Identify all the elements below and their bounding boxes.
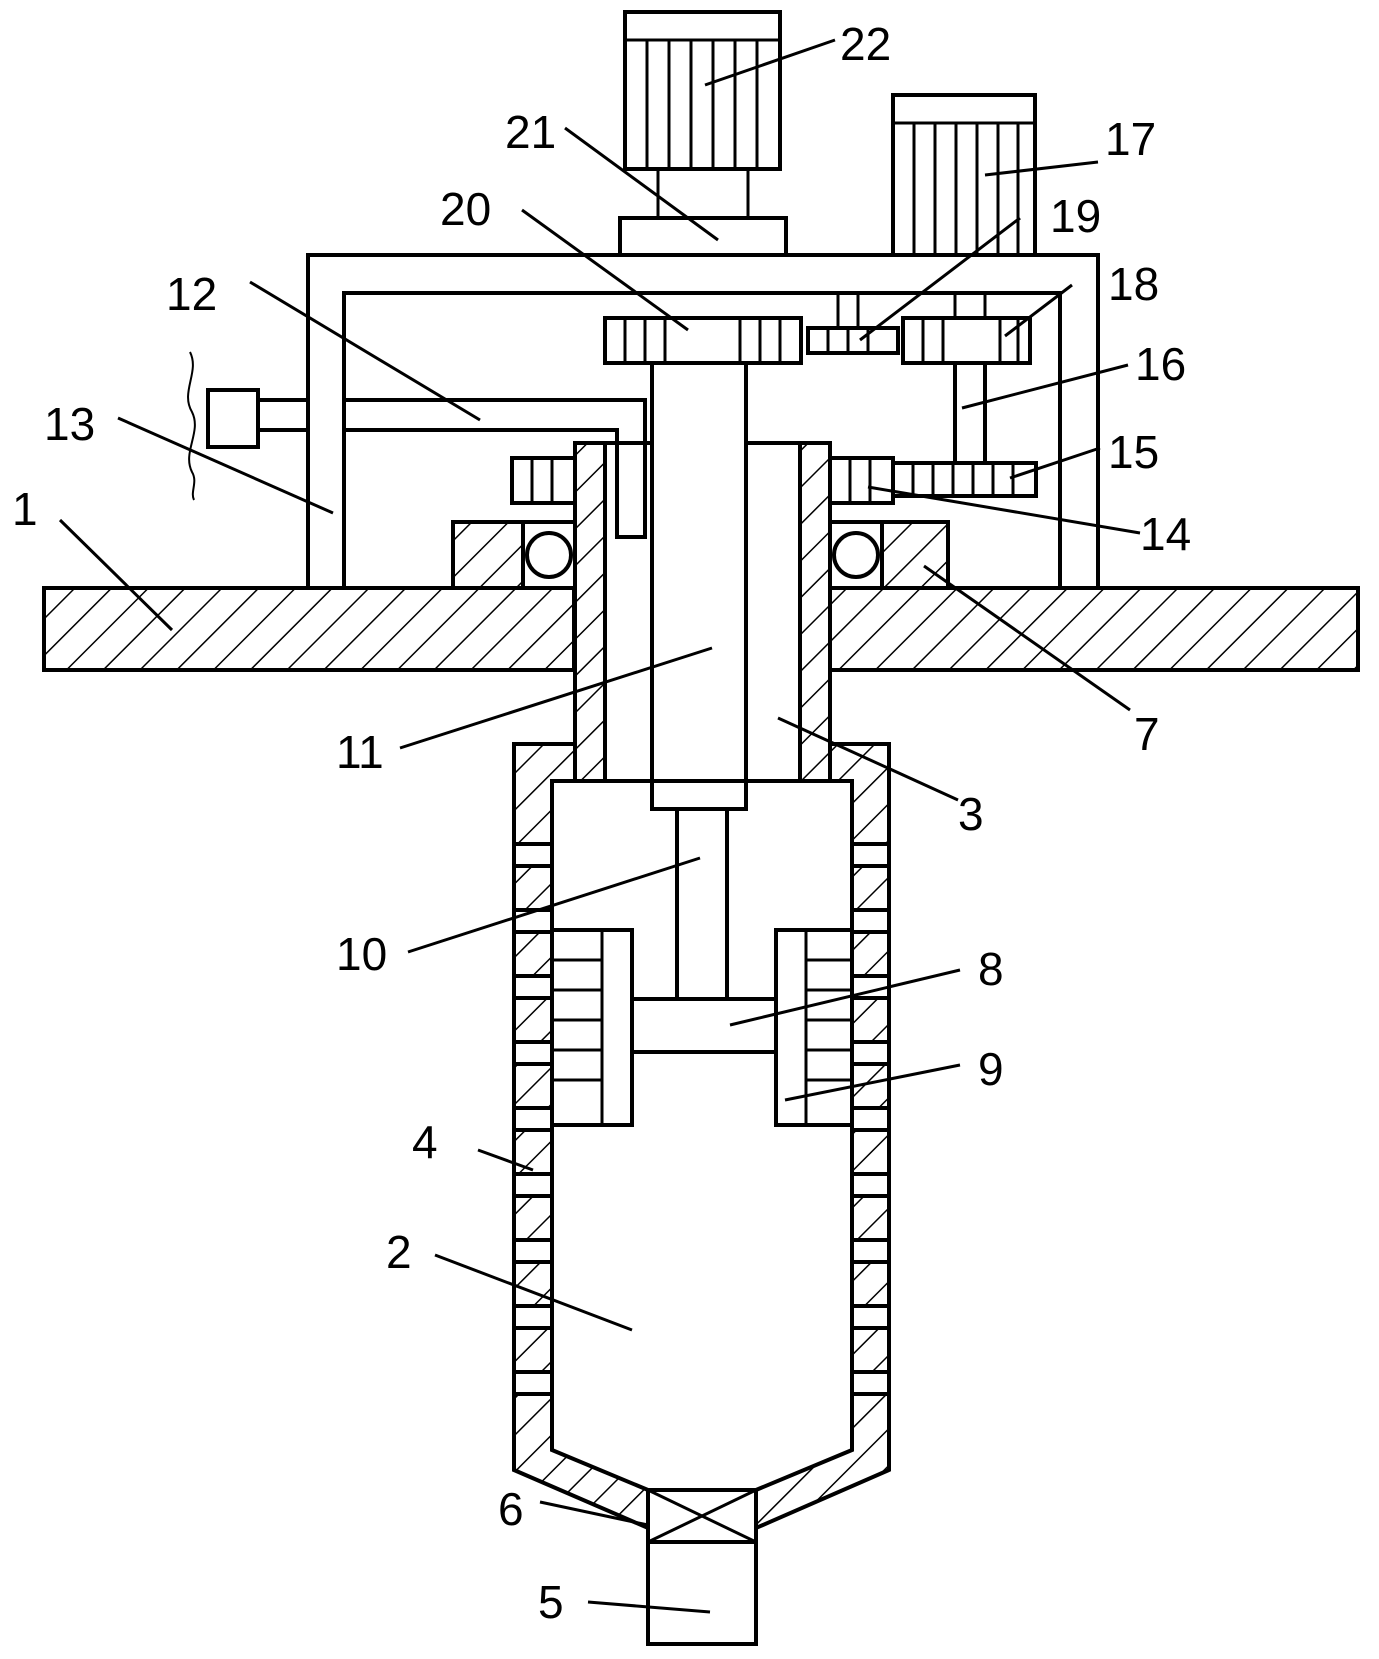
motor-22 xyxy=(623,10,782,218)
bearing-7 xyxy=(451,520,950,590)
label-4: 4 xyxy=(412,1116,438,1168)
wall-grid xyxy=(512,842,891,1396)
leader-lines xyxy=(58,38,1141,1614)
label-5: 5 xyxy=(538,1576,564,1628)
label-14: 14 xyxy=(1140,508,1191,560)
gear-18 xyxy=(901,293,1032,365)
label-19: 19 xyxy=(1050,190,1101,242)
label-1: 1 xyxy=(12,483,38,535)
valve-6 xyxy=(646,1488,758,1544)
crossbar-8 xyxy=(630,997,778,1054)
label-9: 9 xyxy=(978,1043,1004,1095)
label-22: 22 xyxy=(840,18,891,70)
label-20: 20 xyxy=(440,183,491,235)
base-plate-1 xyxy=(42,586,1360,672)
coupling-21 xyxy=(618,216,788,257)
part-labels: 1 2 3 4 5 6 7 8 9 10 11 12 13 14 15 16 1… xyxy=(12,18,1191,1628)
label-16: 16 xyxy=(1135,338,1186,390)
label-12: 12 xyxy=(166,268,217,320)
cylinder-11 xyxy=(650,361,748,811)
frame-13 xyxy=(306,253,1100,588)
scraper-9 xyxy=(550,928,854,1127)
label-3: 3 xyxy=(958,788,984,840)
gear-19 xyxy=(806,293,900,355)
gear-15 xyxy=(891,461,1038,498)
gear-14 xyxy=(828,456,895,505)
label-2: 2 xyxy=(386,1226,412,1278)
shaft-16 xyxy=(953,363,987,463)
label-13: 13 xyxy=(44,398,95,450)
pipe-12 xyxy=(187,351,647,539)
label-18: 18 xyxy=(1108,258,1159,310)
label-21: 21 xyxy=(505,106,556,158)
gear-14-left xyxy=(510,456,577,505)
outlet-5 xyxy=(646,1540,758,1646)
label-17: 17 xyxy=(1105,113,1156,165)
label-6: 6 xyxy=(498,1483,524,1535)
label-7: 7 xyxy=(1134,708,1160,760)
rod-10 xyxy=(675,807,729,1001)
label-11: 11 xyxy=(336,726,384,778)
tube-3 xyxy=(573,441,832,783)
label-15: 15 xyxy=(1108,426,1159,478)
label-10: 10 xyxy=(336,928,387,980)
motor-17 xyxy=(891,93,1037,257)
gear-20 xyxy=(603,316,803,365)
label-8: 8 xyxy=(978,943,1004,995)
